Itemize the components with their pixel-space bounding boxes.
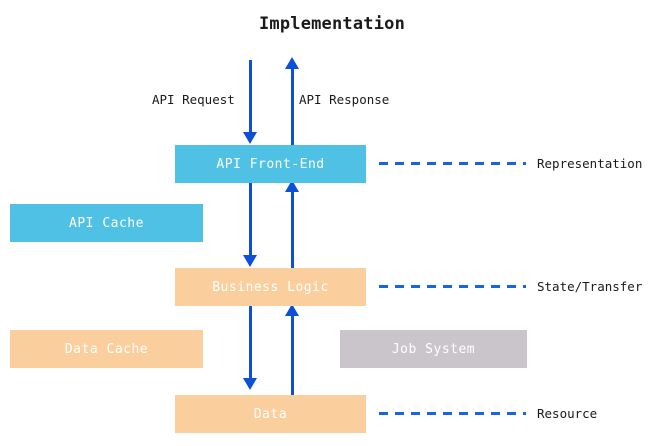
arrow-frontend-to-business-head (243, 255, 257, 267)
annotation-representation: Representation (537, 156, 643, 171)
node-data[interactable]: Data (175, 395, 366, 433)
node-data-cache[interactable]: Data Cache (10, 330, 203, 368)
node-api-cache-label: API Cache (69, 215, 144, 231)
page-title: Implementation (258, 14, 406, 34)
node-job-system-label: Job System (391, 341, 476, 357)
arrow-business-to-frontend-line (291, 192, 294, 268)
arrow-data-to-business-head (285, 304, 299, 316)
dashed-connector-representation (379, 162, 526, 165)
node-api-front-end-label: API Front-End (216, 156, 325, 172)
dashed-connector-resource (379, 412, 526, 415)
node-data-label: Data (253, 406, 288, 422)
arrow-api-request-head (243, 132, 257, 144)
arrow-data-to-business-line (291, 316, 294, 395)
node-business-logic[interactable]: Business Logic (175, 268, 366, 306)
node-job-system[interactable]: Job System (340, 330, 527, 368)
arrow-api-response-head (285, 57, 299, 69)
flow-label-api-response: API Response (299, 92, 390, 107)
annotation-resource: Resource (537, 406, 598, 421)
node-api-front-end[interactable]: API Front-End (175, 145, 366, 183)
arrow-frontend-to-business-line (249, 183, 252, 257)
flow-label-api-request: API Request (152, 92, 235, 107)
arrow-api-response-line (291, 69, 294, 145)
node-api-cache[interactable]: API Cache (10, 204, 203, 242)
arrow-api-request-line (249, 60, 252, 134)
arrow-business-to-frontend-head (285, 180, 299, 192)
dashed-connector-state-transfer (379, 285, 526, 288)
arrow-business-to-data-line (249, 306, 252, 380)
arrow-business-to-data-head (243, 378, 257, 390)
node-business-logic-label: Business Logic (212, 279, 329, 295)
annotation-state-transfer: State/Transfer (537, 279, 643, 294)
node-data-cache-label: Data Cache (64, 341, 149, 357)
